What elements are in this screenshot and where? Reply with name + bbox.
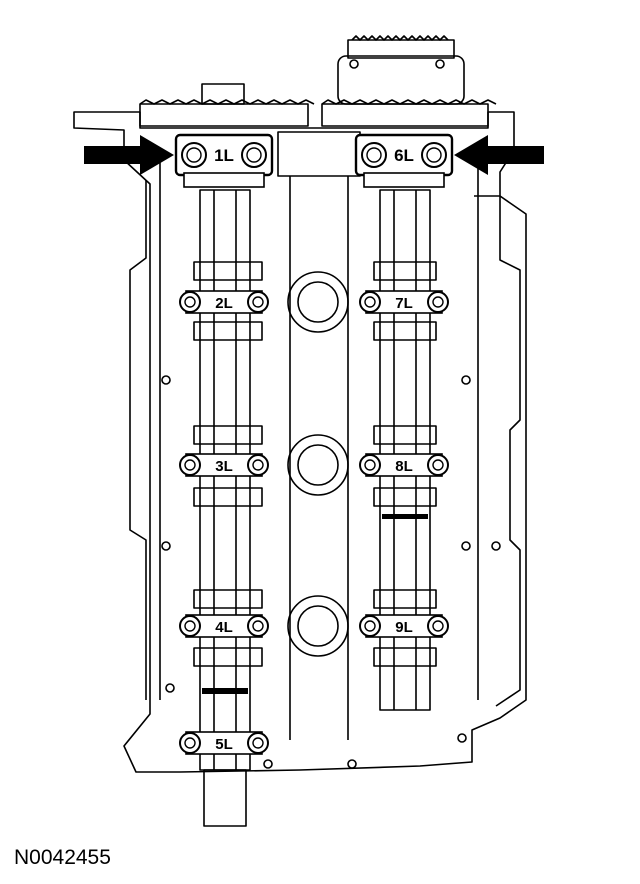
cap-bolt bbox=[359, 291, 381, 313]
cap-7l: 7L bbox=[359, 290, 449, 314]
intake-camshaft bbox=[199, 189, 251, 827]
cap-label: 7L bbox=[395, 295, 413, 312]
cap-label: 1L bbox=[214, 146, 234, 165]
cap-bolt bbox=[427, 615, 449, 637]
cap-label: 9L bbox=[395, 619, 413, 636]
cap-label: 4L bbox=[215, 619, 233, 636]
cap-bolt bbox=[179, 615, 201, 637]
exhaust-cam-gear bbox=[321, 35, 497, 127]
cap-3l: 3L bbox=[179, 453, 269, 477]
figure-id: N0042455 bbox=[14, 846, 111, 869]
cap-bolt bbox=[247, 732, 269, 754]
cap-bolt bbox=[427, 454, 449, 476]
arrow-left bbox=[454, 135, 544, 175]
cap-9l: 9L bbox=[359, 614, 449, 638]
cap-bolt bbox=[179, 732, 201, 754]
cap-bolt bbox=[179, 454, 201, 476]
exhaust-timing-mark bbox=[382, 514, 428, 519]
intake-timing-mark bbox=[202, 688, 248, 694]
cap-bolt bbox=[421, 142, 447, 168]
cap-label: 6L bbox=[394, 146, 414, 165]
cap-bolt bbox=[247, 454, 269, 476]
cap-bolt bbox=[247, 615, 269, 637]
spark-plug-bores bbox=[287, 271, 349, 657]
cap-bolt bbox=[247, 291, 269, 313]
cap-bolt bbox=[181, 142, 207, 168]
cylinder-head-outline bbox=[73, 111, 527, 773]
cam-lobes bbox=[193, 261, 437, 667]
cap-label: 2L bbox=[215, 295, 233, 312]
cap-2l: 2L bbox=[179, 290, 269, 314]
cap-bolt bbox=[241, 142, 267, 168]
cap-1l: 1L bbox=[174, 133, 274, 188]
cap-bolt bbox=[359, 615, 381, 637]
cap-bolt bbox=[361, 142, 387, 168]
cap-bolt bbox=[427, 291, 449, 313]
cap-label: 8L bbox=[395, 458, 413, 475]
cap-4l: 4L bbox=[179, 614, 269, 638]
cap-6l: 6L bbox=[354, 133, 454, 188]
cap-8l: 8L bbox=[359, 453, 449, 477]
arrow-right bbox=[84, 135, 174, 175]
cap-5l: 5L bbox=[179, 731, 269, 755]
cap-bolt bbox=[179, 291, 201, 313]
head-bolt-holes bbox=[161, 375, 501, 769]
cap-label: 5L bbox=[215, 736, 233, 753]
cap-bolt bbox=[359, 454, 381, 476]
cap-label: 3L bbox=[215, 458, 233, 475]
intake-cam-gear bbox=[139, 83, 315, 127]
